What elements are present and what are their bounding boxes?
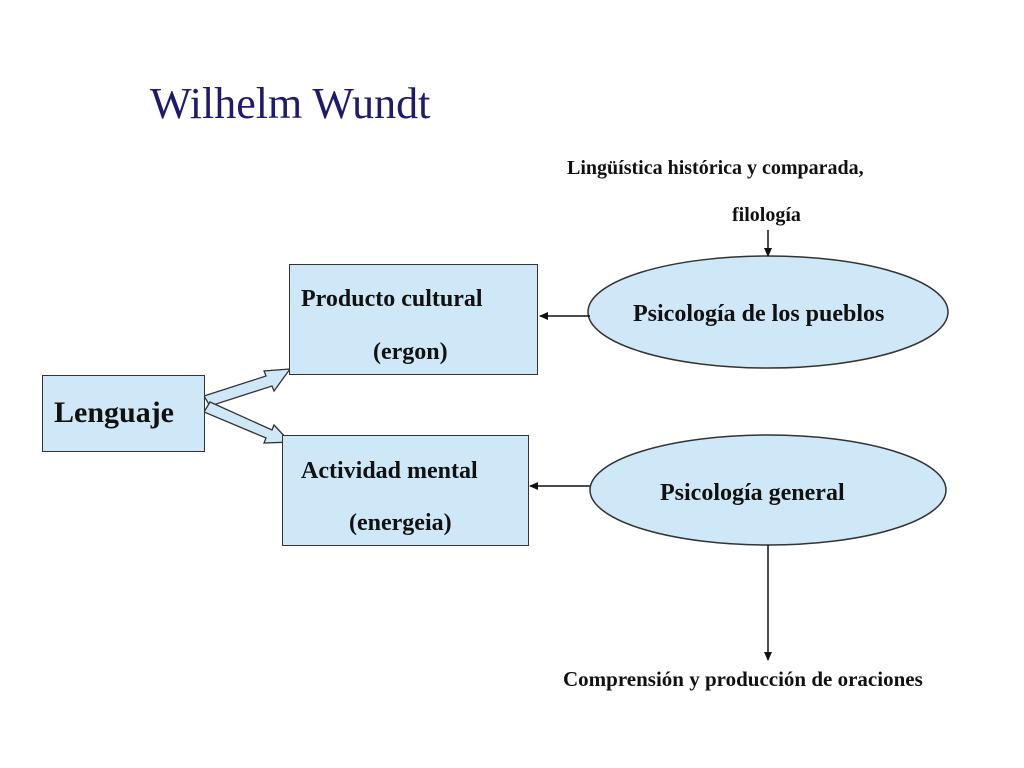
- node-producto-line2: (ergon): [373, 339, 448, 365]
- annotation-linguistica: Lingüística histórica y comparada,: [567, 157, 864, 179]
- node-psicologia-pueblos: Psicología de los pueblos: [633, 301, 885, 327]
- annotation-filologia: filología: [732, 204, 801, 226]
- node-lenguaje: Lenguaje: [42, 375, 205, 452]
- node-producto-line1: Producto cultural: [301, 286, 483, 312]
- node-actividad-mental: Actividad mental (energeia): [282, 435, 529, 546]
- node-actividad-line1: Actividad mental: [301, 458, 478, 484]
- node-psicologia-general: Psicología general: [660, 480, 845, 506]
- node-lenguaje-label: Lenguaje: [54, 396, 174, 429]
- block-arrow-lenguaje-to-actividad: [203, 401, 292, 444]
- block-arrow-lenguaje-to-producto: [203, 368, 292, 407]
- node-producto-cultural: Producto cultural (ergon): [289, 264, 538, 375]
- page-title: Wilhelm Wundt: [150, 79, 431, 128]
- annotation-comprension: Comprensión y producción de oraciones: [563, 667, 923, 691]
- node-actividad-line2: (energeia): [349, 510, 452, 536]
